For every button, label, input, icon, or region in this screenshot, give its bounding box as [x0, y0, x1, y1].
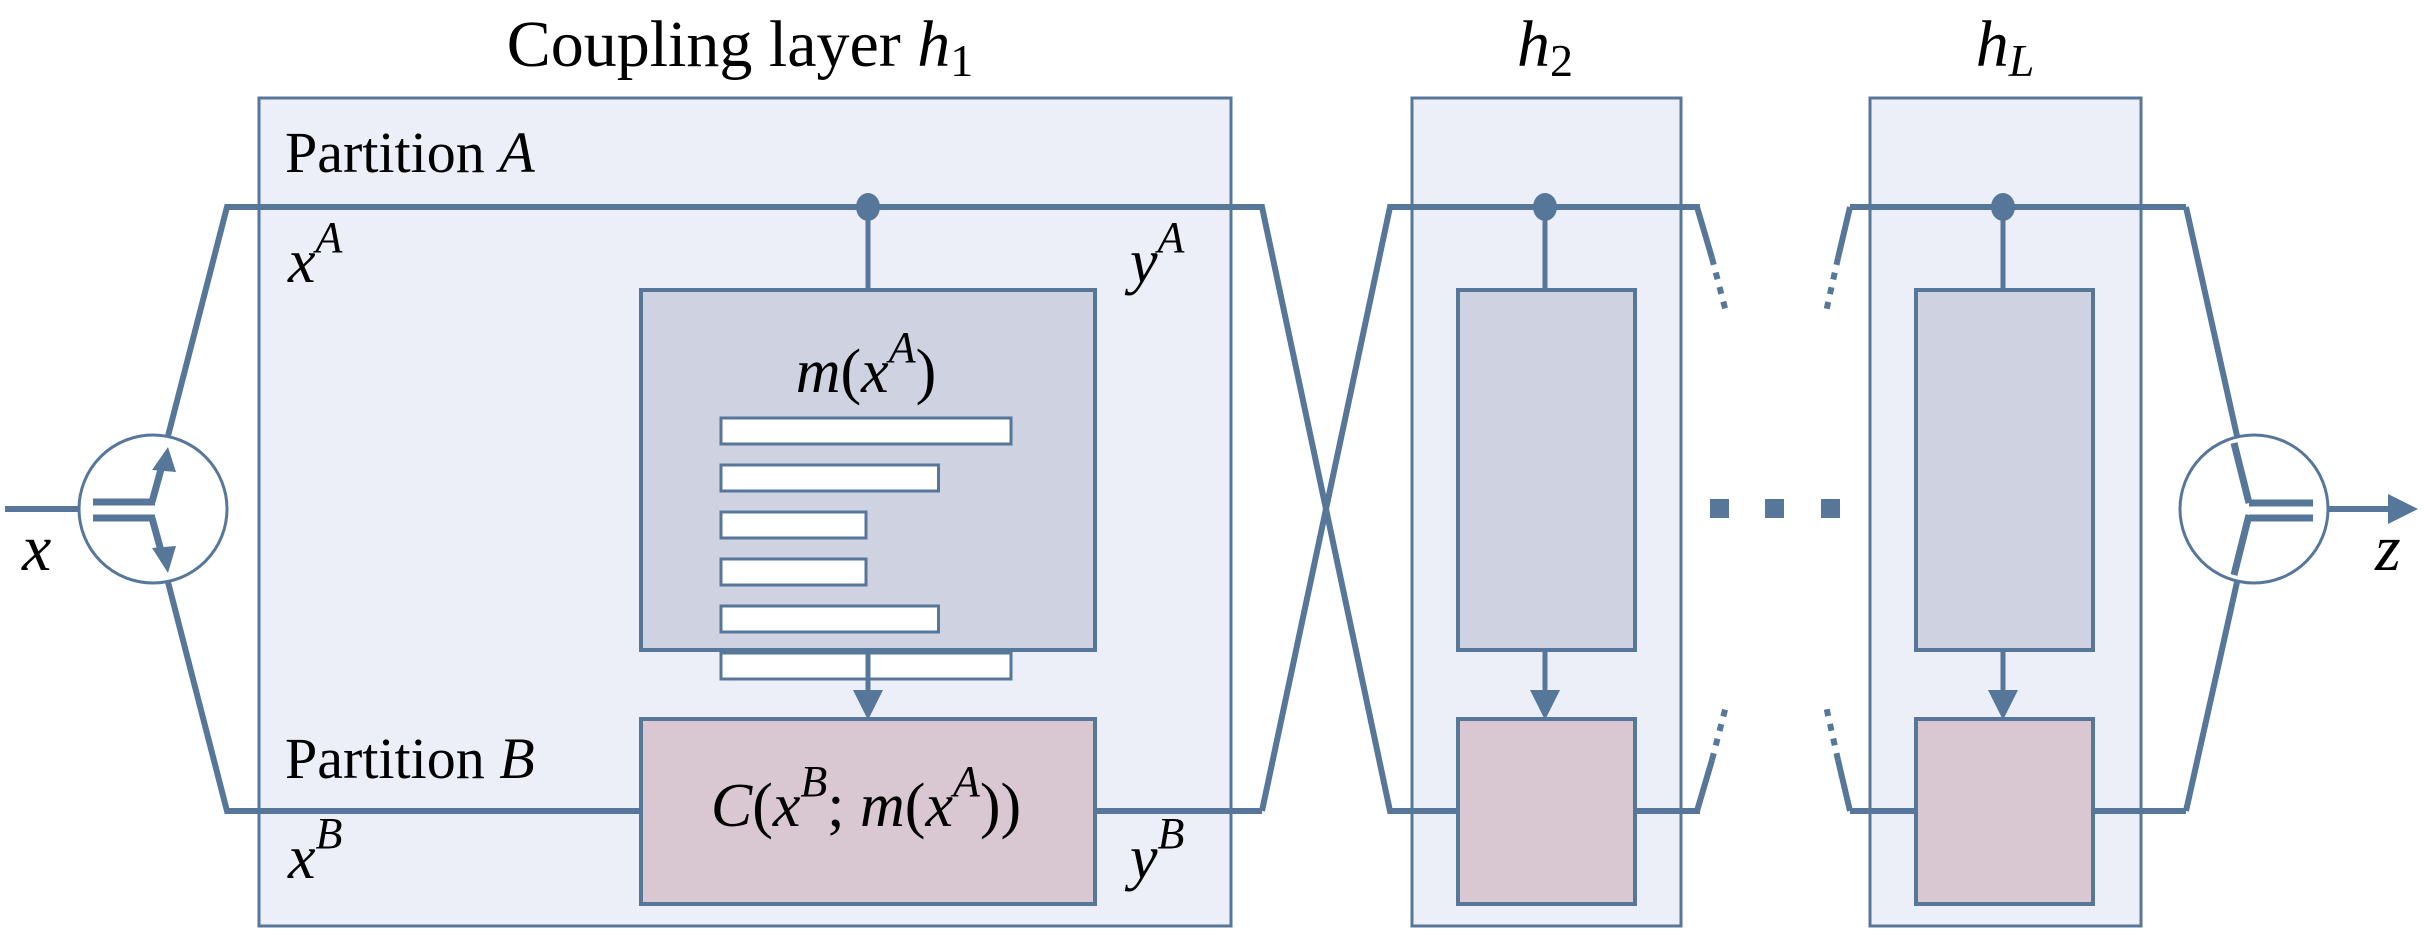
title-hL: hL	[1976, 8, 2035, 86]
output-label-z: z	[2374, 512, 2401, 585]
merge-operator-icon	[2178, 433, 2330, 585]
label-yA: yA	[1124, 213, 1186, 296]
hL-branch-dot	[1991, 193, 2015, 221]
title-h2: h2	[1517, 8, 1573, 86]
network-layer-bar	[719, 604, 940, 634]
h2-branch-dot	[1533, 193, 1557, 221]
label-xB: xB	[287, 809, 342, 892]
cross-line	[1259, 204, 1412, 812]
coupling-C-label: C(xB; m(xA))	[711, 757, 1021, 840]
coupling-C-box	[639, 717, 1097, 906]
hL-arrow-head	[1988, 690, 2018, 720]
partition-a-label: Partition A	[285, 120, 535, 185]
network-layer-bars	[719, 416, 1013, 681]
flow-lines	[5, 204, 2390, 814]
label-yB: yB	[1124, 809, 1184, 892]
split-bottom-line	[165, 581, 641, 814]
network-m-label: m(xA)	[796, 323, 937, 406]
network-layer-bar	[719, 463, 940, 493]
title-coupling-layer-h1: Coupling layer h1	[507, 8, 974, 86]
network-layer-bar	[719, 510, 868, 540]
h1-branch-dot	[856, 193, 880, 221]
ellipsis-dots	[1710, 499, 1840, 518]
hL-network-box	[1914, 288, 2095, 652]
label-xA: xA	[287, 213, 344, 296]
split-operator-icon	[77, 433, 229, 585]
merge-bottom-line	[2183, 581, 2240, 812]
h2-network-box	[1456, 288, 1637, 652]
h1-arrow-head	[853, 690, 883, 720]
h2-arrow-head	[1530, 690, 1560, 720]
hL-coupling-box	[1914, 717, 2095, 906]
network-layer-bar	[719, 557, 868, 587]
merge-top-line	[2183, 206, 2240, 437]
h2-coupling-box	[1456, 717, 1637, 906]
output-arrow-head	[2388, 494, 2418, 524]
input-label-x: x	[21, 512, 51, 585]
network-layer-bar	[719, 416, 1013, 446]
partition-b-label: Partition B	[285, 726, 535, 791]
dotted-continuations	[1709, 257, 1841, 761]
